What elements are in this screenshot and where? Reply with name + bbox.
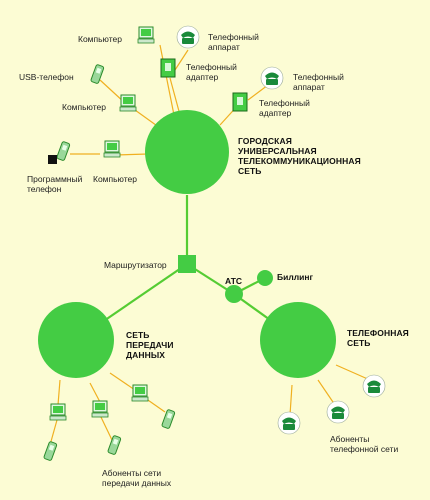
spoke [317, 379, 336, 406]
phone-icon [260, 66, 284, 90]
phone-apparatus-1-label: Телефонный аппарат [208, 32, 259, 52]
usb-phone-label: USB-телефон [19, 72, 74, 82]
phone-icon [326, 400, 350, 424]
router-label: Маршрутизатор [104, 260, 167, 270]
spoke [57, 379, 61, 406]
spoke [49, 419, 58, 446]
data-subscribers-label: Абоненты сети передачи данных [102, 468, 172, 488]
ats-label: АТС [225, 276, 243, 286]
computer-icon [49, 403, 67, 421]
phone-network-label: ТЕЛЕФОННАЯ СЕТЬ [347, 328, 409, 348]
spoke [89, 382, 101, 403]
spoke [174, 49, 189, 71]
usb-phone-icon [43, 440, 58, 462]
adapter-icon [160, 58, 176, 78]
usb-phone-icon [107, 434, 122, 456]
ats-node [225, 285, 243, 303]
phone-subscribers-label: Абоненты телефонной сети [330, 434, 399, 454]
computer-icon [103, 140, 121, 158]
phone-icon [176, 25, 200, 49]
phone-adapter-1-label: Телефонный адаптер [186, 62, 237, 82]
computer-mid-label: Компьютер [62, 102, 106, 112]
computer-top-label: Компьютер [78, 34, 122, 44]
phone-icon [362, 374, 386, 398]
city-network-node [145, 110, 229, 194]
computer-icon [131, 384, 149, 402]
phone-adapter-2-label: Телефонный адаптер [259, 98, 310, 118]
router-node [178, 255, 196, 273]
computer-icon [119, 94, 137, 112]
phone-network-node [260, 302, 336, 378]
shortcut-icon [48, 155, 57, 164]
data-network-node [38, 302, 114, 378]
phone-apparatus-2-label: Телефонный аппарат [293, 72, 344, 92]
spoke [169, 77, 181, 116]
spoke [109, 372, 136, 391]
billing-label: Биллинг [277, 272, 314, 282]
adapter-icon [232, 92, 248, 112]
usb-phone-icon [161, 408, 176, 430]
data-spokes [49, 372, 166, 446]
phone-icon [277, 411, 301, 435]
softphone-icon [56, 140, 71, 162]
spoke [99, 414, 113, 441]
phone-spokes [289, 364, 371, 416]
data-network-label: СЕТЬ ПЕРЕДАЧИ ДАННЫХ [126, 330, 174, 360]
computer-icon [137, 26, 155, 44]
billing-node [257, 270, 273, 286]
computer-left-label: Компьютер [93, 174, 137, 184]
soft-phone-label: Программный телефон [27, 174, 83, 194]
spoke [289, 384, 293, 416]
city-network-label: ГОРОДСКАЯ УНИВЕРСАЛЬНАЯ ТЕЛЕКОММУНИКАЦИО… [238, 136, 361, 176]
spoke [335, 364, 371, 381]
spoke [114, 153, 149, 156]
usb-phone-icon [90, 63, 105, 85]
computer-icon [91, 400, 109, 418]
spoke [159, 44, 176, 121]
